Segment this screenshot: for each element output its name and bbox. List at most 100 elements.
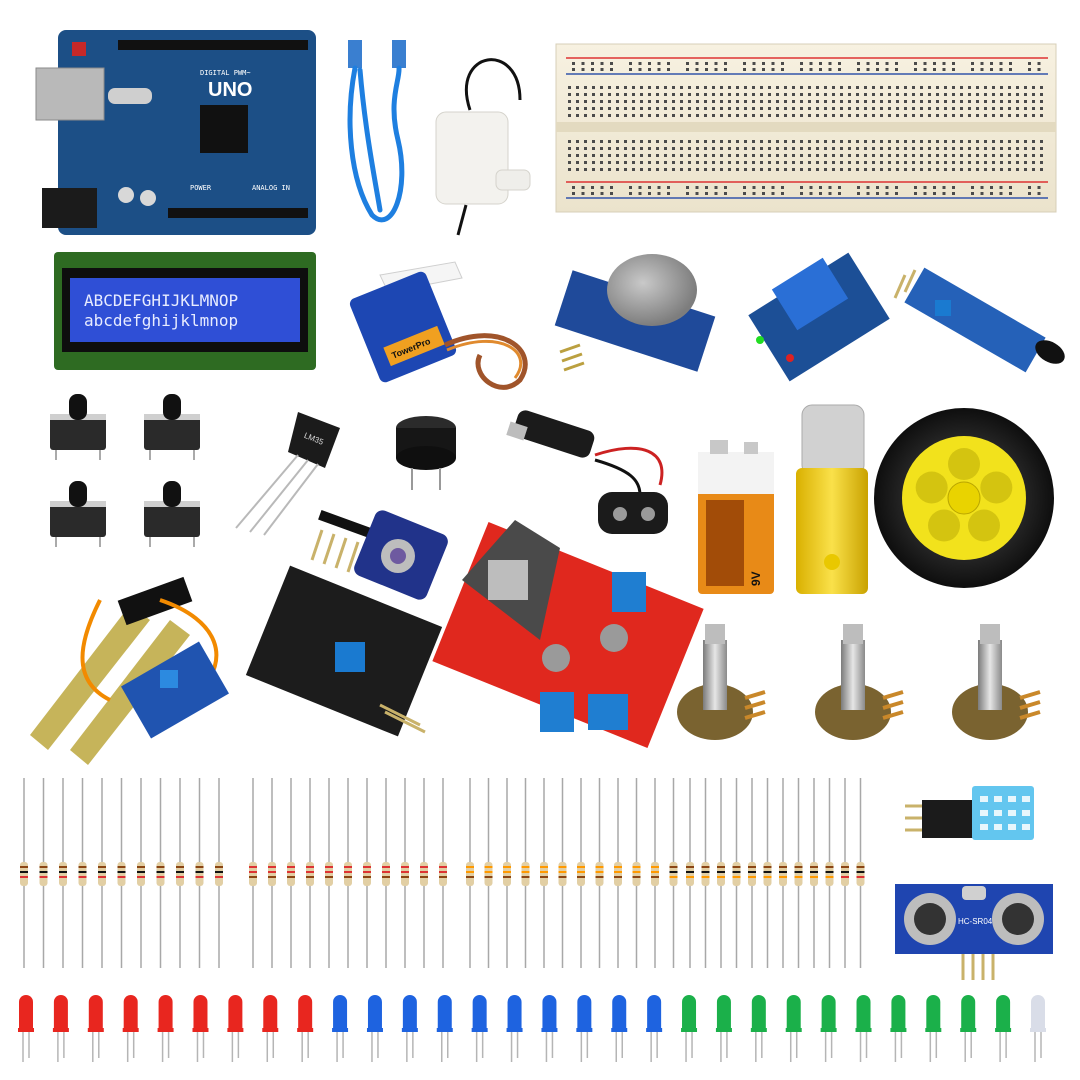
wheel-spoke-hole [980, 471, 1013, 504]
resistor [344, 778, 352, 968]
led [995, 995, 1012, 1062]
resistor [117, 778, 126, 968]
led [52, 995, 69, 1062]
led [157, 995, 174, 1062]
led [332, 995, 349, 1062]
led [87, 995, 104, 1062]
lcd-1602-display: ABCDEFGHIJKLMNOP abcdefghijklmnop [54, 252, 316, 370]
led [192, 995, 209, 1062]
robot-wheel [874, 408, 1054, 588]
ir-temperature-module [354, 510, 448, 600]
resistor [137, 778, 145, 968]
led [227, 995, 244, 1062]
header-pins [310, 510, 378, 573]
usb-cable [347, 40, 406, 223]
wheel-spoke-hole [948, 448, 980, 480]
l298n-motor-driver [432, 520, 704, 748]
board-brand-label: DIGITAL PWM~ [200, 69, 251, 77]
resistor [763, 778, 772, 968]
resistor [540, 778, 548, 968]
resistor [825, 778, 834, 968]
resistor [156, 778, 165, 968]
wheel-spoke-hole [915, 471, 948, 504]
push-button [144, 394, 200, 460]
resistor [98, 778, 106, 968]
resistor [614, 778, 622, 968]
breadboard [555, 43, 1057, 213]
led [750, 995, 767, 1062]
mq-gas-sensor [554, 254, 716, 372]
potentiometer [952, 624, 1041, 740]
led [262, 995, 279, 1062]
ir-sensor-module [893, 267, 1065, 373]
board-power-label: POWER [190, 184, 212, 192]
resistor [503, 778, 511, 968]
led [541, 995, 558, 1062]
resistor [20, 778, 28, 968]
resistor [287, 778, 295, 968]
potentiometer [677, 624, 766, 740]
led [122, 995, 139, 1062]
resistor [420, 778, 428, 968]
resistor [484, 778, 493, 968]
arduino-uno-board: UNO DIGITAL PWM~ POWER ANALOG IN [35, 30, 316, 235]
led [785, 995, 802, 1062]
resistor [195, 778, 204, 968]
resistor [669, 778, 678, 968]
potentiometer [815, 624, 904, 740]
sg90-servo: TowerPro [349, 261, 528, 390]
resistor [717, 778, 725, 968]
resistor [701, 778, 710, 968]
resistor [632, 778, 641, 968]
resistor [841, 778, 849, 968]
led [366, 995, 383, 1062]
resistor [439, 778, 447, 968]
push-button [144, 481, 200, 547]
push-button [50, 481, 106, 547]
board-model-label: UNO [208, 79, 252, 101]
resistor [521, 778, 530, 968]
resistor [363, 778, 371, 968]
resistor [306, 778, 314, 968]
led [820, 995, 837, 1062]
potentiometers [677, 624, 1041, 740]
resistor [651, 778, 659, 968]
push-button [50, 394, 106, 460]
resistor [39, 778, 48, 968]
resistor [176, 778, 184, 968]
ultrasonic-model-label: HC-SR04 [958, 917, 993, 926]
resistor [215, 778, 223, 968]
resistor [325, 778, 333, 968]
led [506, 995, 523, 1062]
soil-moisture-sensor [30, 576, 229, 765]
lcd-line-2: abcdefghijklmnop [84, 311, 238, 330]
resistor [595, 778, 604, 968]
hc-sr04-ultrasonic-sensor: HC-SR04 [895, 884, 1053, 980]
led [890, 995, 907, 1062]
breadboard-holes [568, 62, 1043, 195]
resistors [20, 778, 865, 968]
resistor [779, 778, 787, 968]
resistor [268, 778, 276, 968]
led [855, 995, 872, 1062]
resistor [748, 778, 756, 968]
resistor [401, 778, 409, 968]
dht11-sensor [905, 786, 1034, 840]
tt-gear-motor [796, 404, 868, 594]
9v-battery: 9V [698, 440, 774, 594]
buzzer [396, 416, 456, 490]
led [715, 995, 732, 1062]
led [18, 995, 34, 1062]
led [681, 995, 698, 1062]
resistor [59, 778, 67, 968]
lcd-line-1: ABCDEFGHIJKLMNOP [84, 291, 238, 310]
resistor [732, 778, 741, 968]
led [401, 995, 418, 1062]
led [960, 995, 977, 1062]
resistor [686, 778, 694, 968]
leds [18, 995, 1046, 1062]
led [297, 995, 314, 1062]
battery-voltage-label: 9V [749, 571, 763, 586]
resistor [382, 778, 390, 968]
